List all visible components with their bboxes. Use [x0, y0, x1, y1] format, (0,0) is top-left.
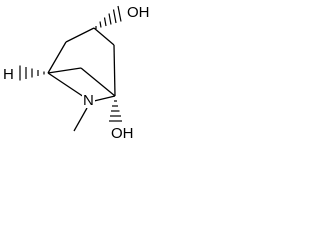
hashed-bond-top-hydroxyl [95, 5, 122, 29]
hashed-bond-bottom-hydroxyl [109, 100, 122, 122]
molecule-skeleton [19, 5, 122, 132]
bond-bridge-left [47, 67, 82, 74]
bond-nitrogen-to-methyl [73, 107, 88, 132]
bond-ring-left-upper [47, 41, 67, 74]
bond-bridge-right [80, 67, 116, 97]
molecule-diagram: OH OH N H [0, 0, 150, 155]
hydrogen-label: H [3, 66, 14, 83]
hydroxyl-top-label: OH [127, 4, 150, 21]
bond-ring-right [113, 44, 116, 97]
hydroxyl-bottom-label: OH [111, 125, 134, 142]
bond-ring-top-right [93, 27, 115, 46]
hashed-bond-bridgehead-hydrogen [19, 65, 45, 81]
bond-nitrogen-to-bridgehead [93, 95, 116, 102]
bond-ring-top-left [65, 27, 95, 43]
nitrogen-label: N [82, 92, 95, 109]
bond-left-to-nitrogen [47, 72, 85, 98]
